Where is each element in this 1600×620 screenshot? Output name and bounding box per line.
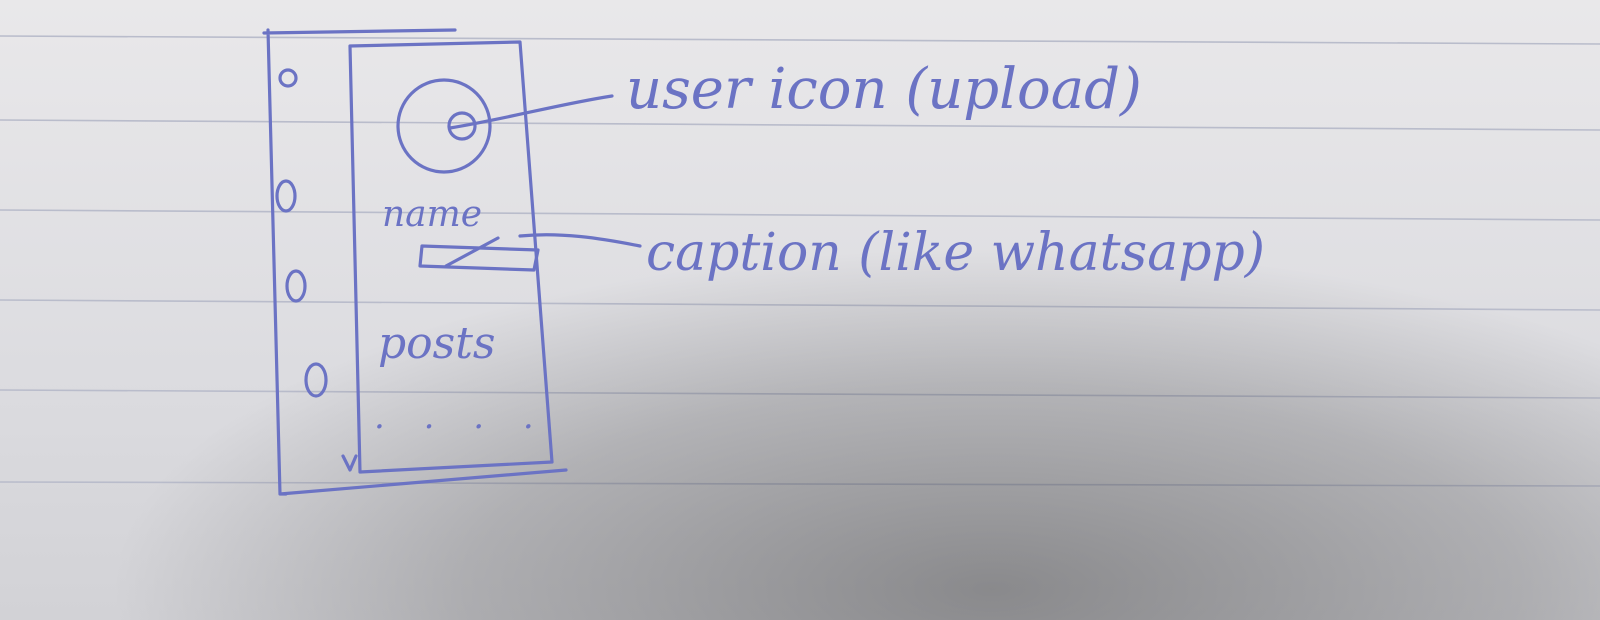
user-icon bbox=[396, 78, 492, 174]
sidebar-icon-4 bbox=[304, 362, 328, 398]
posts-label: posts bbox=[378, 318, 496, 369]
name-label: name bbox=[382, 194, 482, 235]
annotation-caption: caption (like whatsapp) bbox=[646, 223, 1265, 283]
screen-scroll-arrow bbox=[341, 454, 358, 472]
phone-screen-frame bbox=[348, 40, 554, 474]
sidebar-icon-2 bbox=[275, 179, 297, 213]
annotation-user-icon: user icon (upload) bbox=[626, 57, 1142, 122]
caption-pointer bbox=[518, 233, 642, 248]
user-icon-inner bbox=[447, 111, 477, 141]
phone-outer-frame bbox=[262, 28, 568, 496]
caption-box bbox=[418, 236, 540, 272]
sidebar-icon-1 bbox=[278, 68, 298, 88]
sidebar-icon-3 bbox=[285, 269, 307, 303]
user-icon-pointer bbox=[448, 94, 614, 130]
sidebar-icons bbox=[275, 68, 328, 398]
more-indicator: . . . . bbox=[374, 397, 548, 437]
